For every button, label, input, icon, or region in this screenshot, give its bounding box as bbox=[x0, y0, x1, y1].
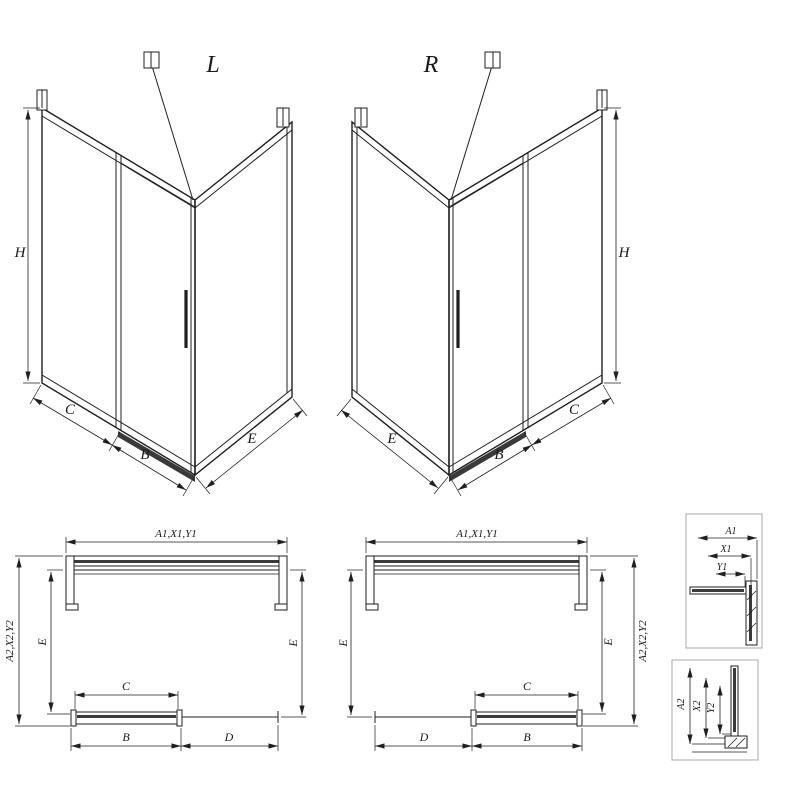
dim-label-height-right: H bbox=[618, 245, 631, 261]
dim-label-door-left: B bbox=[140, 447, 149, 463]
dim-label-y1-detail: Y1 bbox=[717, 562, 728, 573]
dim-label-opening-left-plan: D bbox=[224, 730, 234, 744]
dim-label-depth-inner-left-plan: E bbox=[35, 638, 49, 647]
dim-label-width-top-right-plan: A1,X1,Y1 bbox=[455, 528, 498, 540]
dim-label-depth-right-left-plan: E bbox=[286, 639, 300, 648]
detail-bottom-border bbox=[671, 659, 759, 761]
dim-label-door-right: B bbox=[494, 447, 503, 463]
dim-label-a2-detail: A2 bbox=[676, 698, 687, 710]
iso-geometry-left bbox=[23, 52, 307, 496]
variant-label-right: R bbox=[423, 52, 439, 78]
iso-geometry-right bbox=[337, 52, 621, 496]
dim-label-door-total-right-plan: B bbox=[523, 730, 531, 744]
dim-label-door-total-left-plan: B bbox=[122, 730, 130, 744]
dim-label-y2-detail: Y2 bbox=[706, 703, 717, 714]
iso-view-left: L H C B E bbox=[14, 52, 307, 496]
dim-label-depth-inner-right-plan: E bbox=[601, 638, 615, 647]
dim-label-width-top-left-plan: A1,X1,Y1 bbox=[154, 528, 197, 540]
dim-label-x2-detail: X2 bbox=[692, 700, 703, 712]
plan-view-left: A1,X1,Y1 A2,X2,Y2 E E C B D bbox=[4, 528, 306, 751]
dim-label-side-right: E bbox=[386, 431, 396, 447]
dim-label-fixed-left: C bbox=[65, 402, 76, 418]
dim-label-fixed-right: C bbox=[569, 402, 580, 418]
detail-view-top: A1 X1 Y1 bbox=[685, 513, 763, 649]
plan-geometry-left bbox=[15, 537, 306, 751]
plan-geometry-right bbox=[347, 537, 638, 751]
detail-top-border bbox=[685, 513, 763, 649]
dim-label-door-glass-right-plan: C bbox=[523, 679, 532, 693]
iso-view-right: R H C B E bbox=[337, 52, 631, 496]
dim-label-depth-outer-right-plan: A2,X2,Y2 bbox=[637, 620, 649, 663]
plan-view-right: A1,X1,Y1 A2,X2,Y2 E E C B D bbox=[336, 528, 649, 751]
detail-view-bottom: A2 X2 Y2 bbox=[671, 659, 759, 761]
dim-label-height-left: H bbox=[14, 245, 27, 261]
dim-label-a1-detail: A1 bbox=[724, 526, 736, 537]
dim-label-door-glass-left-plan: C bbox=[122, 679, 131, 693]
dim-label-x1-detail: X1 bbox=[719, 544, 731, 555]
dim-label-opening-right-plan: D bbox=[419, 730, 429, 744]
dim-label-side-left: E bbox=[246, 431, 256, 447]
variant-label-left: L bbox=[205, 52, 219, 78]
dim-label-depth-outer-left-plan: A2,X2,Y2 bbox=[4, 620, 16, 663]
dim-label-depth-left-right-plan: E bbox=[336, 639, 350, 648]
